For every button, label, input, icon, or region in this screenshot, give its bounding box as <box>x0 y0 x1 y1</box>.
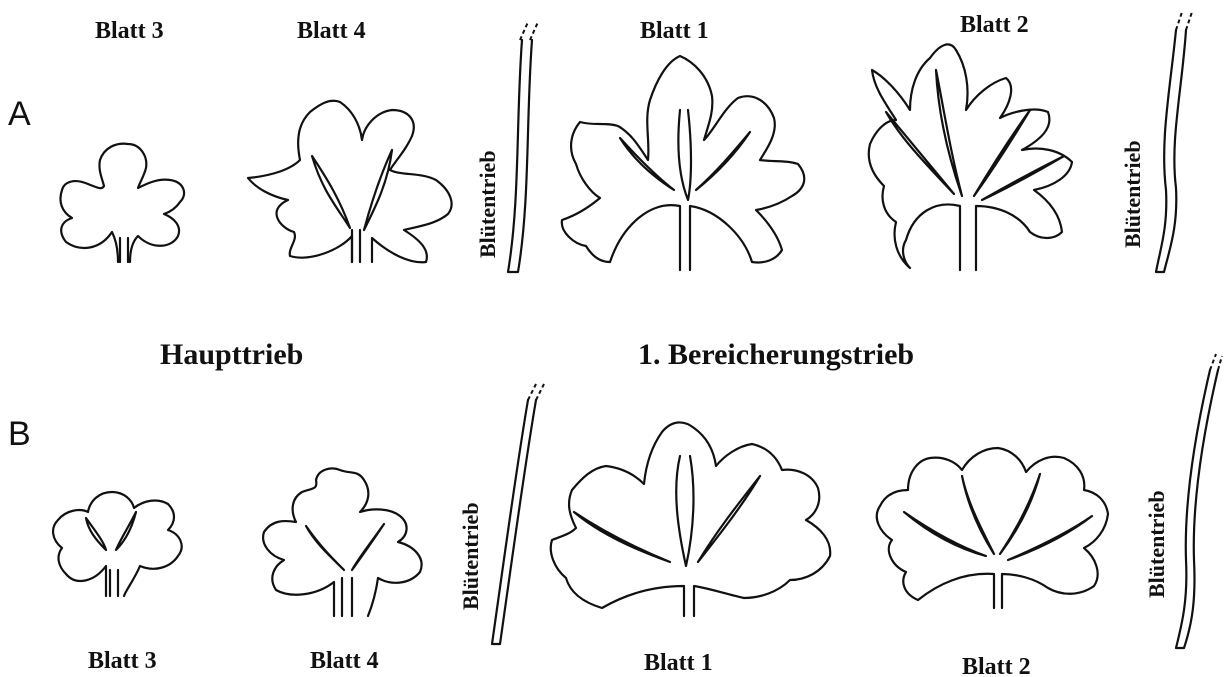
row-b-leaf-3-stalk <box>110 570 118 596</box>
row-b-leaf-3-vein <box>86 512 136 550</box>
row-b-leaf-1-vein-center <box>676 456 693 566</box>
row-a-stem-1-label: Blütentrieb <box>475 150 500 258</box>
row-b-leaf-4-vein-right <box>352 524 384 570</box>
heading-main-shoot: Haupttrieb <box>160 338 303 371</box>
row-b-leaf-1-label: Blatt 1 <box>644 650 713 676</box>
row-b-stem-1-label: Blütentrieb <box>458 502 483 610</box>
row-a-flower-stem-1-cut <box>520 22 538 40</box>
row-b-leaf-4-vein-left <box>306 526 344 570</box>
row-a-leaf-2 <box>869 44 1072 270</box>
row-a-flower-stem-2-cut <box>1176 12 1192 30</box>
row-b-leaf-2-lobe-a <box>904 512 986 556</box>
row-b-leaf-2-lobe-c <box>1000 474 1040 554</box>
row-a-leaf-4 <box>248 101 452 263</box>
row-a-leaf-2-label: Blatt 2 <box>960 12 1029 38</box>
row-b-flower-stem-1-cut <box>528 384 544 400</box>
row-a-flower-stem-1 <box>508 40 532 272</box>
row-a-leaf-3-label: Blatt 3 <box>95 18 164 44</box>
row-label-a: A <box>8 95 31 133</box>
row-b-flower-stem-2 <box>1176 370 1218 648</box>
row-a-leaf-3 <box>60 144 184 262</box>
row-b-leaf-2-label: Blatt 2 <box>962 654 1031 677</box>
row-a-stem-2-label: Blütentrieb <box>1120 140 1145 248</box>
row-b-leaf-4-stalk <box>342 578 352 616</box>
row-label-b: B <box>8 415 31 453</box>
row-a-leaf-1-vein-left <box>620 138 674 190</box>
row-b-flower-stem-1 <box>492 400 536 644</box>
row-b-flower-stem-2-cut <box>1210 354 1222 370</box>
row-a-leaf-1 <box>562 56 804 270</box>
row-a-leaf-4-vein-left <box>312 156 350 228</box>
row-b-leaf-2-lobe-b <box>962 476 994 554</box>
row-b-leaf-1 <box>551 422 830 616</box>
row-a-leaf-4-vein-right <box>364 150 392 230</box>
row-a-leaf-1-label: Blatt 1 <box>640 18 709 44</box>
row-b-stem-2-label: Blütentrieb <box>1144 490 1169 598</box>
row-a-leaf-2-lobe-a <box>886 112 954 194</box>
row-a-leaf-1-vein-center <box>678 110 691 200</box>
row-a-leaf-2-lobe-c <box>974 110 1030 196</box>
row-a-leaf-3-stalk <box>120 238 128 262</box>
row-a-flower-stem-2 <box>1156 30 1186 272</box>
row-b-leaf-1-vein-right <box>698 476 760 562</box>
row-b-leaf-1-vein-left <box>574 512 670 562</box>
row-a-leaf-4-label: Blatt 4 <box>297 18 366 44</box>
heading-enrichment-shoot: 1. Bereicherungstrieb <box>638 338 914 371</box>
row-b-leaf-3-label: Blatt 3 <box>88 648 157 674</box>
row-b-leaf-4-label: Blatt 4 <box>310 648 379 674</box>
row-a-leaf-4-stalk <box>352 230 360 262</box>
